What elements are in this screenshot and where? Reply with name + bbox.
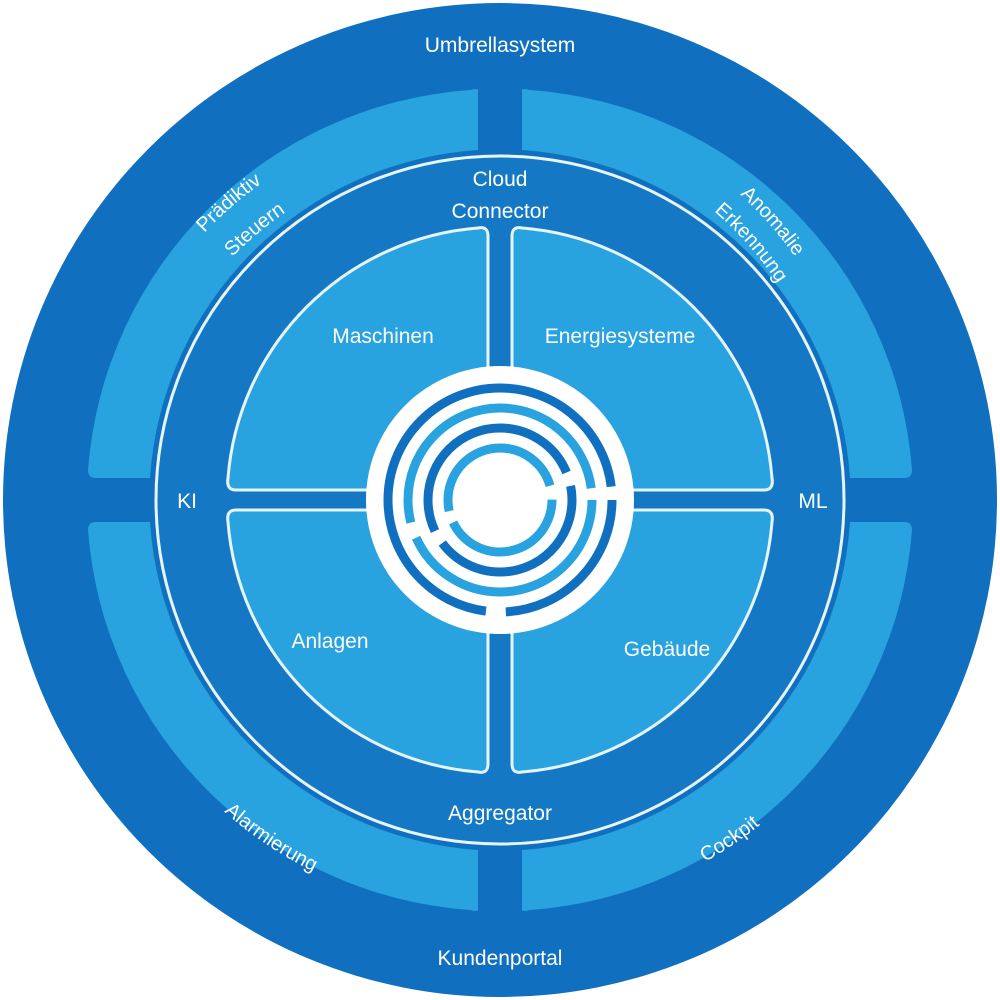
- label-gebaeude: Gebäude: [624, 638, 710, 661]
- segment-alarmierung[interactable]: [88, 522, 478, 911]
- segment-praediktiv-steuern[interactable]: [88, 89, 478, 478]
- label-cloud: Cloud: [473, 168, 528, 191]
- label-aggregator: Aggregator: [448, 802, 552, 825]
- label-connector: Connector: [452, 200, 549, 223]
- label-anlagen: Anlagen: [291, 630, 368, 653]
- application-segments: [88, 89, 912, 911]
- segment-cockpit[interactable]: [522, 522, 912, 911]
- label-ki: KI: [177, 490, 197, 513]
- concentric-circles-logo-icon: [366, 366, 634, 634]
- label-maschinen: Maschinen: [332, 325, 434, 348]
- label-umbrellasystem: Umbrellasystem: [425, 34, 576, 57]
- segment-anomalie-erkennung[interactable]: [522, 89, 912, 478]
- label-energiesysteme: Energiesysteme: [545, 325, 696, 348]
- label-kundenportal: Kundenportal: [438, 947, 563, 970]
- label-ml: ML: [798, 490, 827, 513]
